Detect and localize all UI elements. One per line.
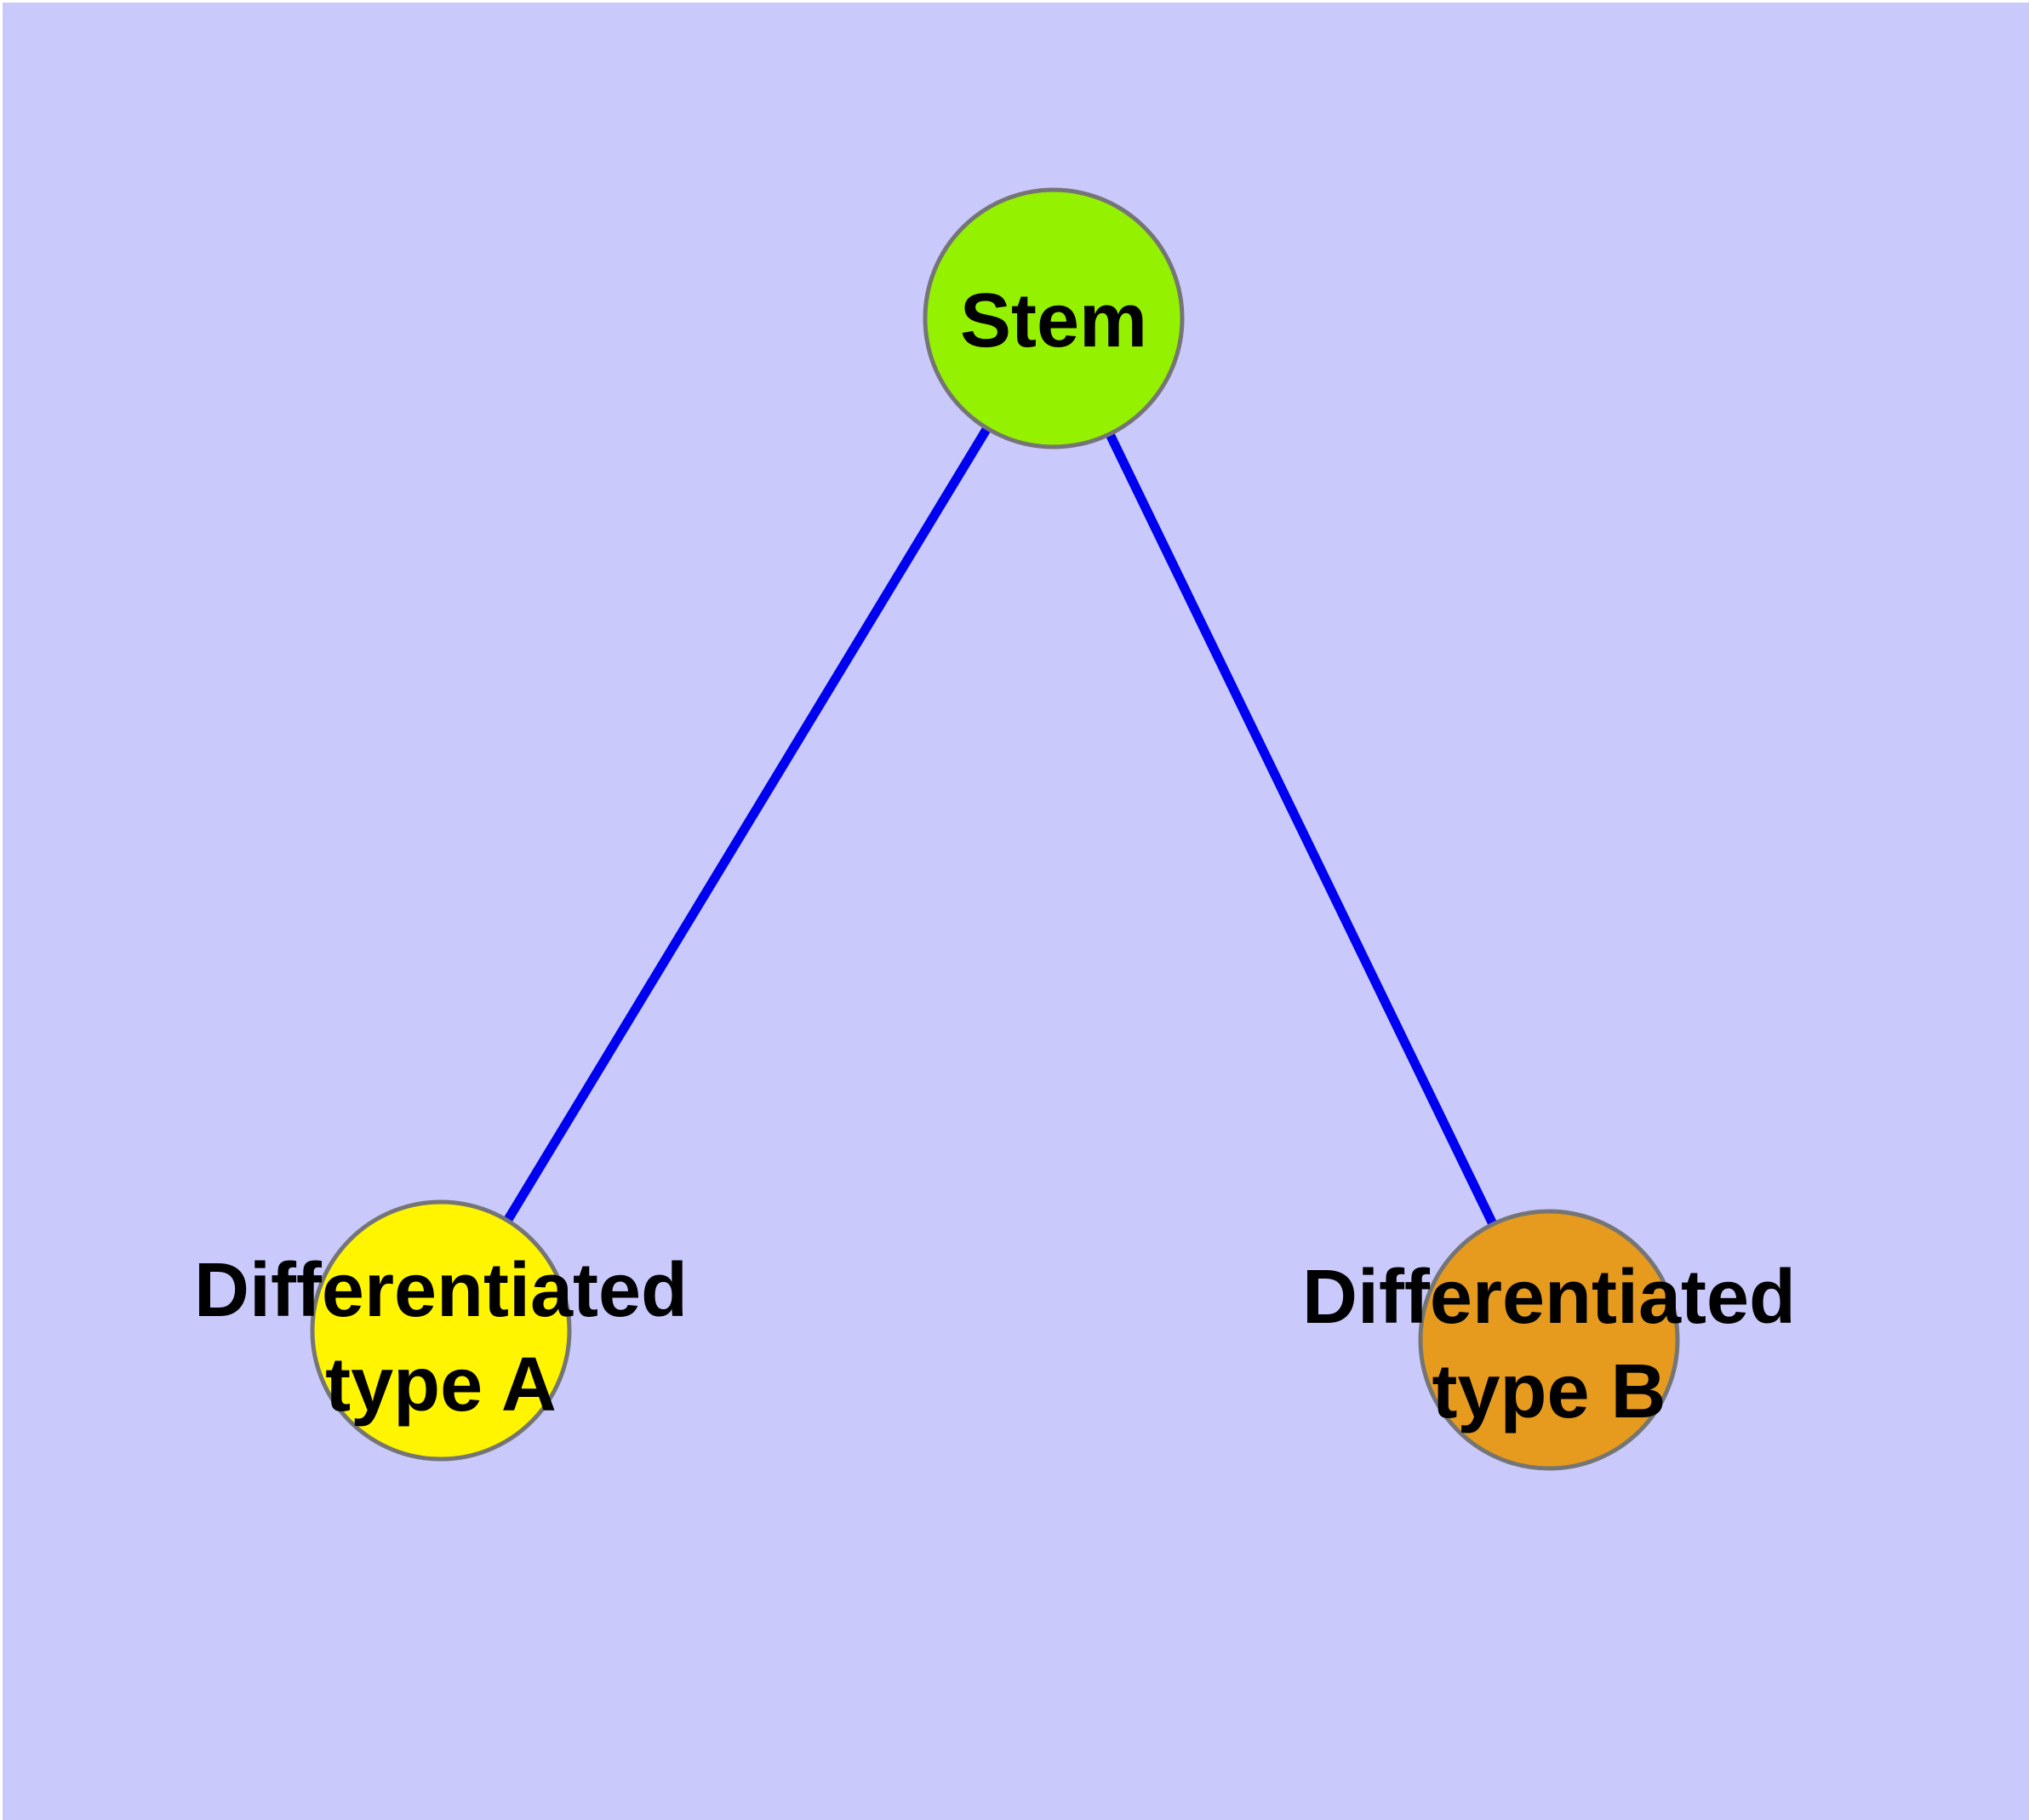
node-differentiated-type-a	[310, 1199, 572, 1462]
node-stem-label: Stem	[960, 278, 1147, 363]
node-type-b-label-line2: type B	[1432, 1349, 1666, 1434]
node-differentiated-type-b	[1418, 1209, 1680, 1471]
node-type-b-label-line1: Differentiated	[1302, 1255, 1796, 1340]
node-type-a-label-line2: type A	[325, 1342, 557, 1428]
edge-stem-to-type-a	[437, 316, 1058, 1333]
node-stem	[923, 187, 1185, 449]
edge-stem-to-type-b	[1049, 316, 1553, 1342]
node-type-a-label-line1: Differentiated	[194, 1248, 688, 1333]
